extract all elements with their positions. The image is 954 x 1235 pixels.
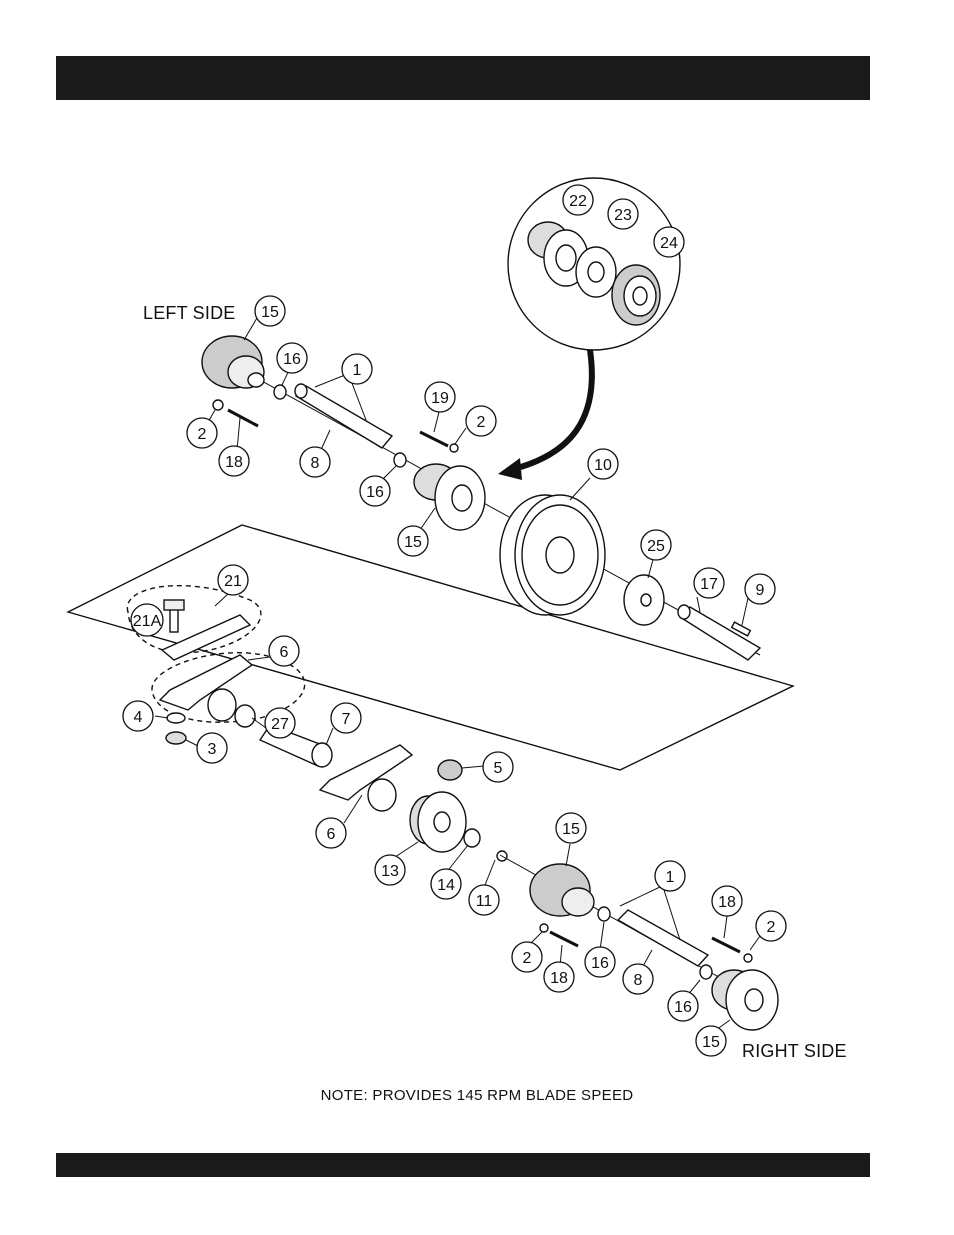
callout-16: 16 [277, 343, 307, 373]
callout-number: 2 [198, 426, 207, 443]
callout-number: 5 [494, 760, 503, 777]
callout-number: 16 [366, 484, 384, 501]
callout-number: 2 [477, 414, 486, 431]
callout-2: 2 [187, 418, 217, 448]
pulley-10 [500, 495, 605, 615]
callout-number: 6 [280, 644, 289, 661]
hub-13 [410, 792, 466, 852]
callout-number: 24 [660, 235, 678, 252]
callout-number: 23 [614, 207, 632, 224]
callout-number: 1 [666, 869, 675, 886]
callout-1: 1 [655, 861, 685, 891]
coupling-middle [414, 464, 485, 530]
callout-24: 24 [654, 227, 684, 257]
callout-number: 14 [437, 877, 455, 894]
callout-22: 22 [563, 185, 593, 215]
coupling-right [712, 970, 778, 1030]
callout-15: 15 [398, 526, 428, 556]
callout-7: 7 [331, 703, 361, 733]
callout-number: 2 [523, 950, 532, 967]
callout-2: 2 [756, 911, 786, 941]
callout-number: 19 [431, 390, 449, 407]
callout-number: 1 [353, 362, 362, 379]
detail-gasket-23 [576, 247, 616, 297]
callout-number: 15 [404, 534, 422, 551]
callout-number: 10 [594, 457, 612, 474]
callout-number: 9 [756, 582, 765, 599]
callout-number: 2 [767, 919, 776, 936]
callout-number: 4 [134, 709, 143, 726]
callout-number: 13 [381, 863, 399, 880]
callout-9: 9 [745, 574, 775, 604]
callout-number: 18 [550, 970, 568, 987]
coupling-lower-mid [530, 864, 594, 916]
callout-4: 4 [123, 701, 153, 731]
callout-11: 11 [469, 885, 499, 915]
callout-number: 27 [271, 716, 289, 733]
callout-15: 15 [556, 813, 586, 843]
callout-10: 10 [588, 449, 618, 479]
callout-15: 15 [255, 296, 285, 326]
callout-number: 21A [133, 613, 162, 630]
callout-number: 15 [261, 304, 279, 321]
washer-25 [624, 575, 664, 625]
callout-8: 8 [623, 964, 653, 994]
callout-16: 16 [360, 476, 390, 506]
callout-16: 16 [668, 991, 698, 1021]
callout-25: 25 [641, 530, 671, 560]
callout-number: 16 [674, 999, 692, 1016]
callout-2: 2 [512, 942, 542, 972]
callout-5: 5 [483, 752, 513, 782]
shaft-upper [295, 384, 392, 448]
callout-6: 6 [316, 818, 346, 848]
callout-21A: 21A [131, 604, 163, 636]
callout-3: 3 [197, 733, 227, 763]
callout-number: 7 [342, 711, 351, 728]
bearing-6-lower [320, 745, 412, 811]
note-text: NOTE: PROVIDES 145 RPM BLADE SPEED [0, 1087, 954, 1104]
callout-16: 16 [585, 947, 615, 977]
right-side-label: RIGHT SIDE [742, 1041, 847, 1062]
callout-17: 17 [694, 568, 724, 598]
callout-number: 8 [634, 972, 643, 989]
callout-number: 25 [647, 538, 665, 555]
callout-14: 14 [431, 869, 461, 899]
callout-number: 8 [311, 455, 320, 472]
detail-arrow [510, 350, 592, 470]
callout-27: 27 [265, 708, 295, 738]
callout-13: 13 [375, 855, 405, 885]
callout-18: 18 [712, 886, 742, 916]
callout-number: 16 [591, 955, 609, 972]
callout-21: 21 [218, 565, 248, 595]
callout-8: 8 [300, 447, 330, 477]
callout-number: 6 [327, 826, 336, 843]
detail-flange-24 [612, 265, 660, 325]
callout-6: 6 [269, 636, 299, 666]
callout-number: 18 [718, 894, 736, 911]
callout-15: 15 [696, 1026, 726, 1056]
callout-19: 19 [425, 382, 455, 412]
callout-18: 18 [544, 962, 574, 992]
callout-1: 1 [342, 354, 372, 384]
callout-number: 16 [283, 351, 301, 368]
callout-number: 18 [225, 454, 243, 471]
callout-18: 18 [219, 446, 249, 476]
left-side-label: LEFT SIDE [143, 303, 236, 324]
callout-number: 15 [562, 821, 580, 838]
callout-number: 22 [569, 193, 587, 210]
callout-number: 3 [208, 741, 217, 758]
callout-23: 23 [608, 199, 638, 229]
coupling-left-upper [202, 336, 264, 388]
callout-2: 2 [466, 406, 496, 436]
callout-number: 11 [476, 893, 493, 910]
callout-number: 17 [700, 576, 718, 593]
callout-number: 21 [224, 573, 242, 590]
callout-number: 15 [702, 1034, 720, 1051]
